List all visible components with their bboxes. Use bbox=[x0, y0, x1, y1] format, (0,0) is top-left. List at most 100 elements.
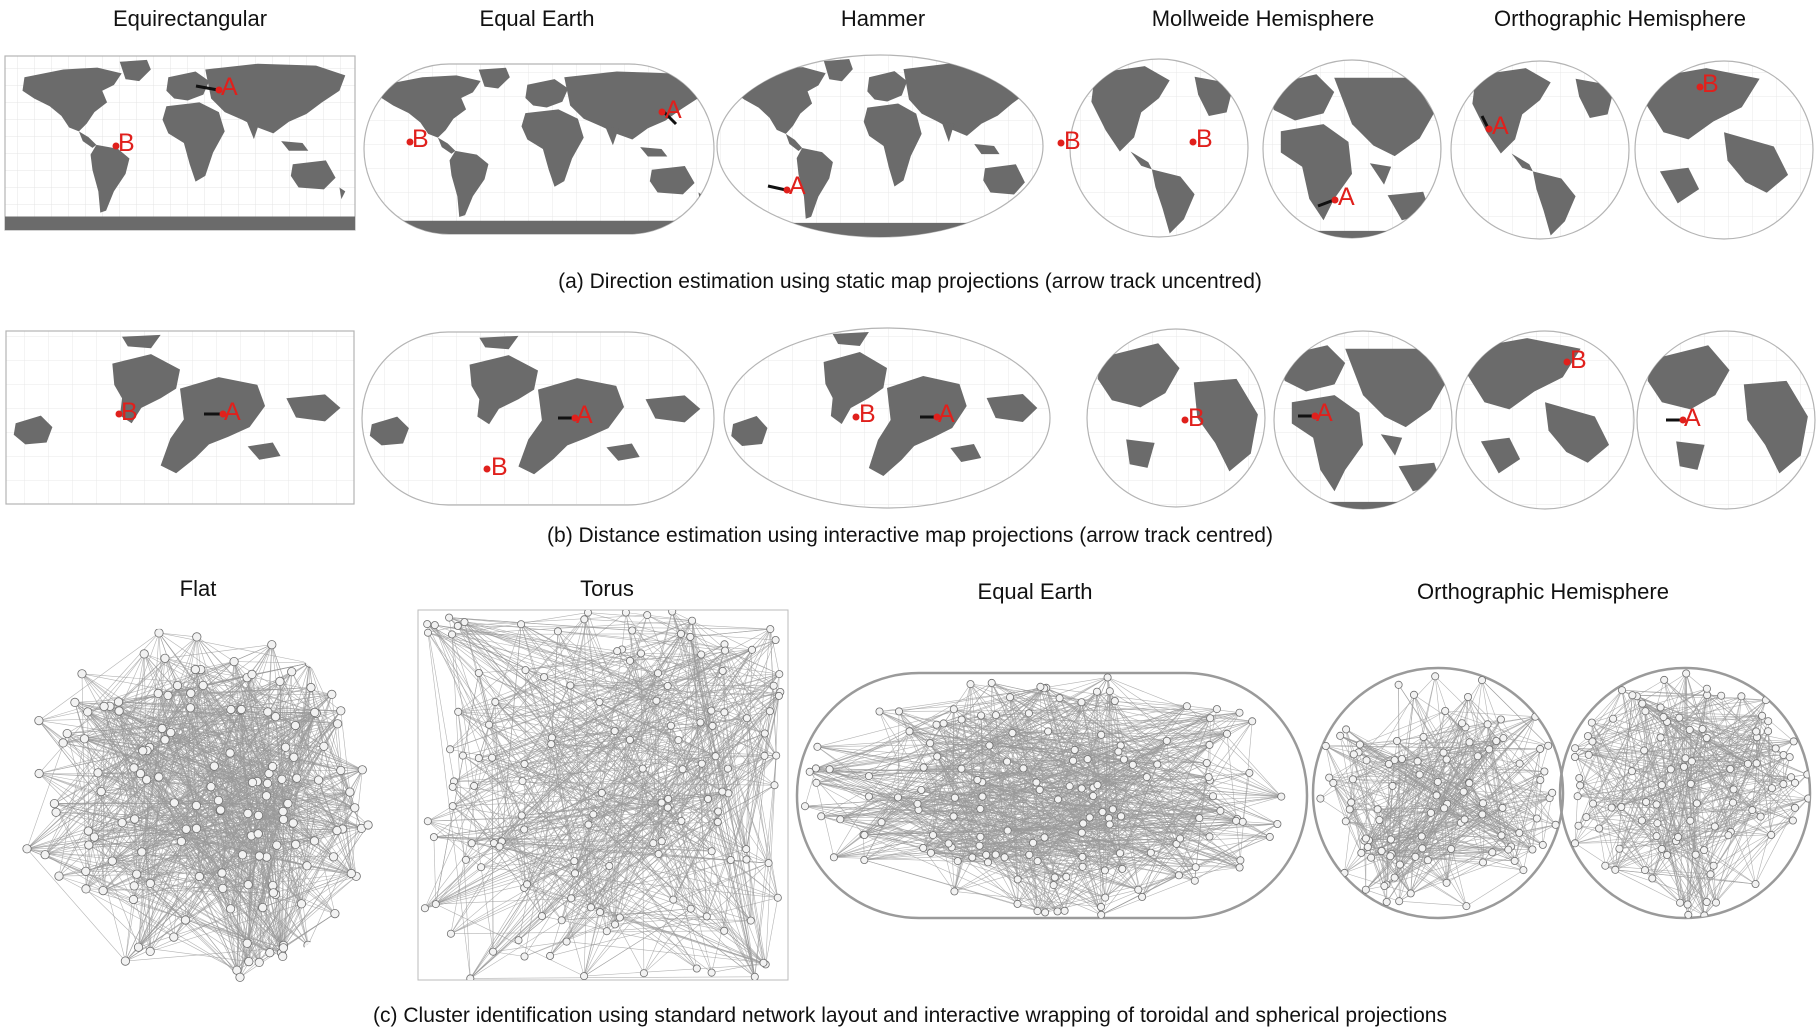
network-node bbox=[1686, 816, 1695, 825]
network-node bbox=[270, 712, 281, 722]
network-node bbox=[1195, 814, 1204, 823]
network-edge bbox=[257, 710, 342, 834]
network-node bbox=[485, 720, 494, 729]
network-edge bbox=[26, 848, 126, 962]
network-node bbox=[518, 777, 527, 786]
network-node bbox=[864, 792, 873, 801]
network-node bbox=[713, 818, 722, 827]
network-edge bbox=[690, 636, 756, 977]
network-edge bbox=[164, 658, 315, 713]
network-edge bbox=[1661, 737, 1758, 850]
network-node bbox=[1497, 831, 1506, 840]
network-node bbox=[825, 765, 834, 774]
network-edge bbox=[570, 673, 780, 686]
network-node bbox=[1345, 805, 1354, 814]
network-node bbox=[1174, 871, 1183, 880]
network-edge bbox=[452, 737, 553, 807]
network-edge bbox=[87, 711, 90, 846]
network-edge bbox=[1663, 679, 1705, 916]
network-edge bbox=[1209, 780, 1243, 822]
network-edge bbox=[158, 632, 166, 740]
network-edge bbox=[1036, 758, 1088, 783]
network-edge bbox=[1592, 703, 1643, 742]
network-node bbox=[309, 836, 320, 846]
network-edge bbox=[1410, 748, 1541, 894]
network-edge bbox=[181, 841, 274, 894]
network-node bbox=[718, 666, 727, 675]
network-node bbox=[1764, 727, 1773, 736]
network-edge bbox=[1036, 782, 1038, 862]
network-edge bbox=[267, 783, 355, 809]
network-edge bbox=[44, 701, 119, 855]
network-edge bbox=[501, 841, 766, 965]
equal-earth-network-frame bbox=[795, 671, 1309, 920]
network-node bbox=[1375, 816, 1384, 825]
network-edge bbox=[982, 688, 1045, 797]
network-node bbox=[1138, 892, 1147, 901]
network-edge bbox=[38, 632, 160, 721]
network-edge bbox=[897, 711, 900, 798]
caption-b: (b) Distance estimation using interactiv… bbox=[547, 524, 1273, 547]
network-node bbox=[34, 715, 44, 726]
network-edge bbox=[1656, 803, 1697, 805]
network-edge bbox=[1325, 745, 1437, 796]
network-node bbox=[198, 680, 208, 691]
network-node bbox=[957, 715, 966, 724]
network-node bbox=[1395, 897, 1404, 906]
network-node bbox=[1024, 709, 1033, 718]
network-node bbox=[216, 805, 226, 815]
network-edge bbox=[94, 836, 139, 948]
network-node bbox=[191, 823, 202, 834]
network-node bbox=[431, 900, 440, 909]
network-node bbox=[657, 798, 666, 807]
network-node bbox=[1035, 785, 1044, 794]
network-edge bbox=[458, 685, 774, 713]
network-edge bbox=[501, 737, 553, 842]
network-node bbox=[114, 706, 124, 716]
network-edge bbox=[499, 633, 682, 847]
network-edge bbox=[471, 842, 769, 864]
network-edge bbox=[351, 769, 363, 874]
network-edge bbox=[427, 623, 778, 898]
network-edge bbox=[1688, 721, 1769, 916]
network-node bbox=[1153, 760, 1162, 769]
network-edge bbox=[493, 842, 712, 852]
network-node bbox=[190, 664, 200, 675]
network-edge bbox=[1141, 718, 1211, 898]
network-edge bbox=[74, 702, 259, 835]
network-edge bbox=[1004, 838, 1181, 858]
network-edge bbox=[173, 841, 182, 938]
network-edge bbox=[262, 795, 267, 908]
network-edge bbox=[574, 733, 765, 874]
network-edge bbox=[158, 632, 268, 784]
network-edge bbox=[1591, 722, 1794, 821]
network-edge bbox=[262, 873, 352, 908]
network-node bbox=[615, 913, 624, 922]
network-node bbox=[1779, 780, 1788, 789]
network-edge bbox=[930, 742, 1075, 751]
network-ortho-right bbox=[1571, 669, 1810, 918]
network-edge bbox=[109, 706, 144, 751]
network-node bbox=[262, 778, 273, 789]
network-edge bbox=[84, 738, 223, 874]
network-node bbox=[185, 703, 195, 713]
network-edge bbox=[972, 691, 1098, 858]
network-node bbox=[49, 798, 60, 809]
network-edge bbox=[146, 750, 284, 946]
network-node bbox=[1025, 850, 1034, 859]
network-edge bbox=[1685, 757, 1772, 836]
network-node bbox=[1441, 707, 1450, 716]
network-edge bbox=[452, 805, 697, 969]
network-edge bbox=[1057, 759, 1125, 800]
network-edge bbox=[1481, 679, 1504, 739]
network-node bbox=[1743, 759, 1752, 768]
network-node bbox=[261, 791, 272, 801]
network-edge bbox=[951, 836, 981, 848]
network-edge bbox=[134, 773, 270, 820]
network-node bbox=[1478, 810, 1487, 819]
network-node bbox=[517, 620, 526, 629]
network-edge bbox=[66, 733, 126, 962]
network-node bbox=[657, 837, 666, 846]
network-node bbox=[1060, 906, 1069, 915]
network-edge bbox=[1586, 816, 1696, 855]
